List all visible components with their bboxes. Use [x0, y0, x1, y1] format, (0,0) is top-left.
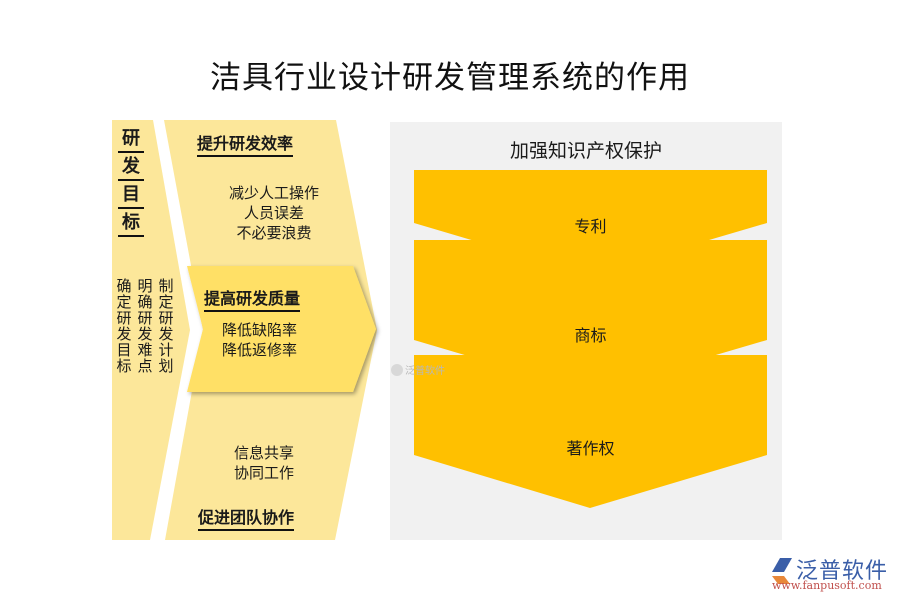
section-title-quality: 提高研发质量: [204, 285, 301, 312]
section-title-efficiency: 提升研发效率: [197, 130, 294, 157]
chevron-copyright: [414, 355, 767, 508]
section-title-teamwork: 促进团队协作: [198, 504, 295, 531]
chevron-label-patent: 专利: [574, 217, 607, 236]
fanpu-logo-icon: [772, 558, 792, 584]
watermark-logo-icon: [391, 364, 403, 376]
goal-col-make-plan: 制定研 发计划: [158, 277, 174, 375]
section-lines-efficiency: 减少人工操作 人员误差 不必要浪费: [228, 184, 319, 242]
section-lines-teamwork: 信息共享 协同工作: [233, 444, 294, 482]
goal-col-define-goals: 确定研 发目标: [116, 277, 132, 375]
goal-heading: 研 发 目 标: [118, 127, 144, 239]
logo-url: www.fanpusoft.com: [772, 579, 882, 592]
chevron-trademark: [414, 240, 767, 392]
page-title: 洁具行业设计研发管理系统的作用: [210, 60, 690, 96]
goal-columns: 确定研 发目标 明确研 发难点 制定研 发计划: [115, 278, 175, 374]
chevron-label-trademark: 商标: [574, 326, 607, 345]
chevron-label-copyright: 著作权: [566, 439, 615, 458]
ip-panel-title: 加强知识产权保护: [509, 140, 662, 162]
goal-col-clarify-difficulties: 明确研 发难点: [137, 277, 153, 375]
section-lines-quality: 降低缺陷率 降低返修率: [222, 321, 298, 359]
watermark-text: 泛普软件: [405, 366, 445, 377]
goal-column-shape: [112, 120, 190, 540]
logo-name: 泛普软件: [796, 559, 889, 584]
highlight-chevron-shape: [187, 266, 376, 392]
